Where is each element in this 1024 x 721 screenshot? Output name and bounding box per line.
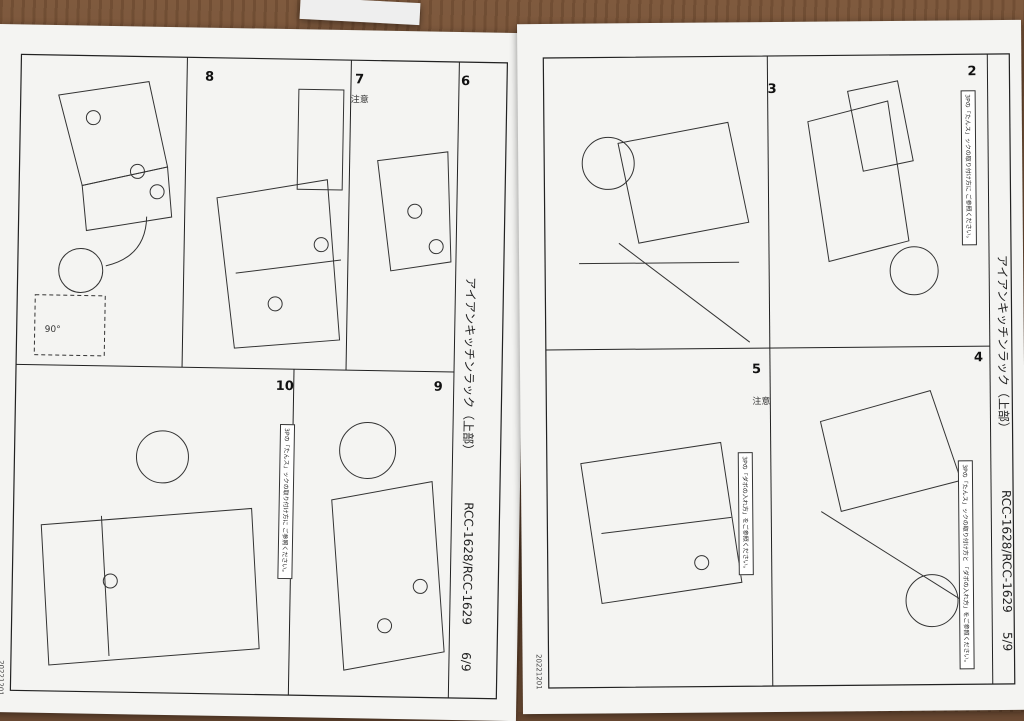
left-date: 20221201 xyxy=(0,660,5,696)
step5-warning-label: 注意 xyxy=(752,397,771,408)
step-2-number: 2 xyxy=(967,64,977,80)
step4-note: 3Pの「たんス」ックの取り付け方と 「ダボの入れ方」をご参照ください。 xyxy=(957,460,975,670)
step7-warning-label: 注意 xyxy=(350,95,369,106)
step-10-number: 10 xyxy=(275,378,294,395)
step-5-number: 5 xyxy=(751,362,762,378)
right-page-number: 5/9 xyxy=(1000,631,1015,652)
left-page-number: 6/9 xyxy=(458,652,474,672)
right-title: アイアンキッチンラック（上部） xyxy=(995,254,1011,434)
step-7-number: 7 xyxy=(354,72,365,88)
left-title: アイアンキッチンラック（上部） xyxy=(460,277,478,457)
step-6-number: 6 xyxy=(460,74,471,90)
left-sheet-drawing xyxy=(9,53,509,700)
right-date: 20221201 xyxy=(534,654,543,690)
step5-note: 3Pの「ダボの入れ方」をご参照ください。 xyxy=(737,452,754,576)
instruction-sheet-left: 6 7 8 9 10 注意 90° 3Pの「たんス」ックの取り付け方に ご参照く… xyxy=(0,24,528,721)
left-model: RCC-1628/RCC-1629 xyxy=(459,502,476,626)
step10-note: 3Pの「たんス」ックの取り付け方に ご参照ください。 xyxy=(277,423,296,580)
step-8-number: 8 xyxy=(204,69,215,85)
instruction-sheet-right: 3 2 5 4 3Pの「たんス」ックの取り付け方に ご参照ください。 3Pの「た… xyxy=(516,19,1024,715)
right-model: RCC-1628/RCC-1629 xyxy=(999,489,1015,613)
step-3-number: 3 xyxy=(767,81,777,98)
step-4-number: 4 xyxy=(973,350,984,366)
step8-angle-label: 90° xyxy=(44,324,61,336)
step2-note: 3Pの「たんス」ックの取り付け方に ご参照ください。 xyxy=(960,90,977,246)
right-sheet-drawing xyxy=(542,53,1016,689)
step-9-number: 9 xyxy=(433,379,443,395)
